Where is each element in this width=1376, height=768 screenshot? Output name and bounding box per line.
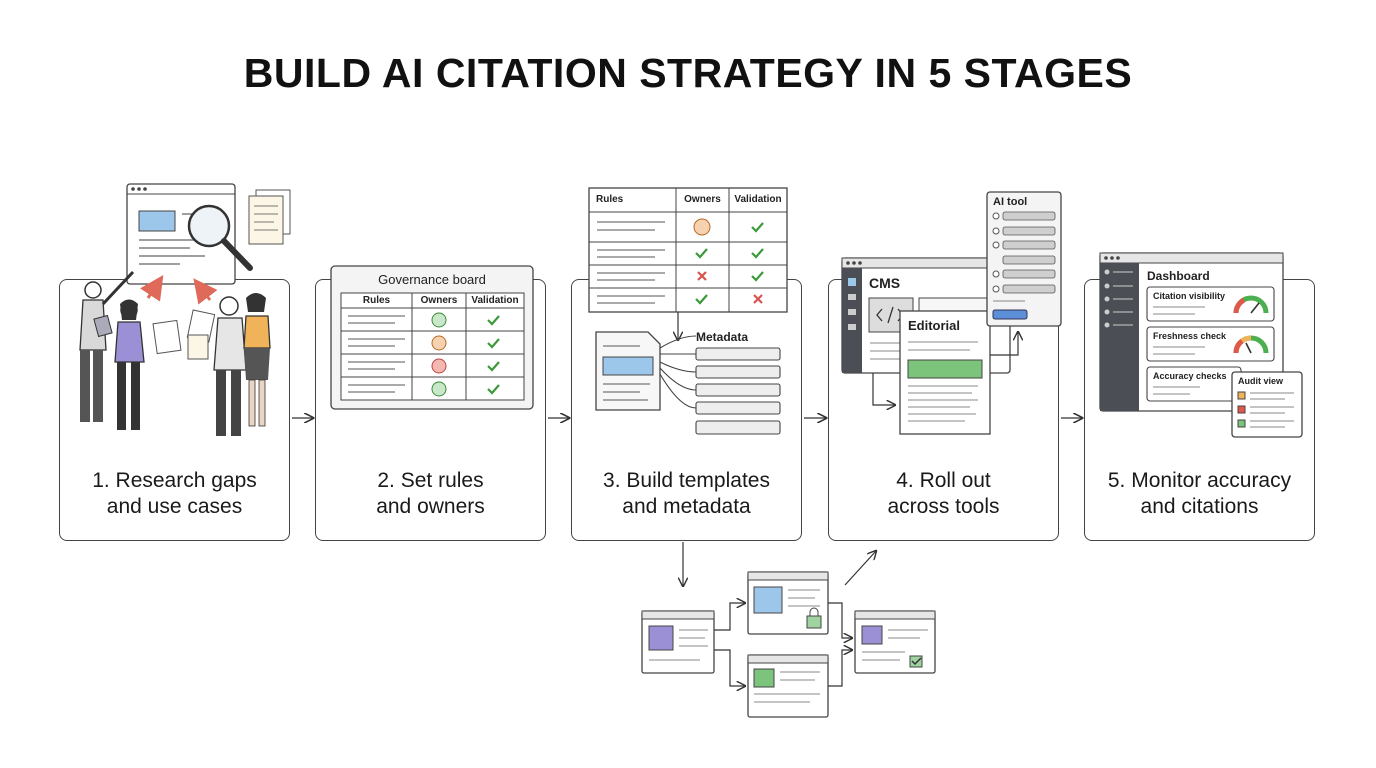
template-flow <box>641 542 936 718</box>
stage-5-label: 5. Monitor accuracy and citations <box>1084 468 1315 520</box>
stage-1-label: 1. Research gaps and use cases <box>59 468 290 520</box>
editorial-label: Editorial <box>908 318 961 333</box>
stage-2-label: 2. Set rules and owners <box>315 468 546 520</box>
stage-1-label-line2: and use cases <box>106 495 243 518</box>
metadata-illustration <box>595 312 781 435</box>
stage-1-label-line1: 1. Research gaps <box>92 469 257 492</box>
rules-table-col-validation: Validation <box>734 194 782 205</box>
research-illustration <box>79 183 291 436</box>
ai-tool-label: AI tool <box>993 196 1028 208</box>
stage-3-label-line1: 3. Build templates <box>603 469 770 492</box>
metadata-label: Metadata <box>696 330 749 344</box>
page-title: BUILD AI CITATION STRATEGY IN 5 STAGES <box>243 50 1133 96</box>
rules-table <box>588 187 788 313</box>
stage-4-label-line1: 4. Roll out <box>896 469 991 492</box>
stage-5-label-line1: 5. Monitor accuracy <box>1107 469 1292 492</box>
dashboard-card-citation-visibility: Citation visibility <box>1153 291 1226 301</box>
governance-board <box>330 265 534 410</box>
stage-2-label-line1: 2. Set rules <box>377 469 484 492</box>
dashboard-card-freshness-check: Freshness check <box>1153 331 1227 341</box>
dashboard-title: Dashboard <box>1147 269 1210 283</box>
governance-col-validation: Validation <box>471 295 519 306</box>
stage-4-label: 4. Roll out across tools <box>828 468 1059 520</box>
governance-col-owners: Owners <box>420 295 458 306</box>
stage-5-label-line2: and citations <box>1140 495 1259 518</box>
stage-3-label-line2: and metadata <box>622 495 751 518</box>
rules-table-col-owners: Owners <box>684 194 721 205</box>
stage-2-label-line2: and owners <box>376 495 485 518</box>
dashboard-card-accuracy-checks: Accuracy checks <box>1153 371 1227 381</box>
dashboard-illustration <box>1099 252 1303 438</box>
rollout-illustration <box>841 191 1062 586</box>
audit-view-label: Audit view <box>1238 376 1284 386</box>
stage-4-label-line2: across tools <box>887 495 1000 518</box>
governance-col-rules: Rules <box>362 295 391 306</box>
stage-3-label: 3. Build templates and metadata <box>571 468 802 520</box>
cms-label: CMS <box>869 275 901 291</box>
rules-table-col-rules: Rules <box>596 194 624 205</box>
governance-board-title: Governance board <box>378 272 486 287</box>
